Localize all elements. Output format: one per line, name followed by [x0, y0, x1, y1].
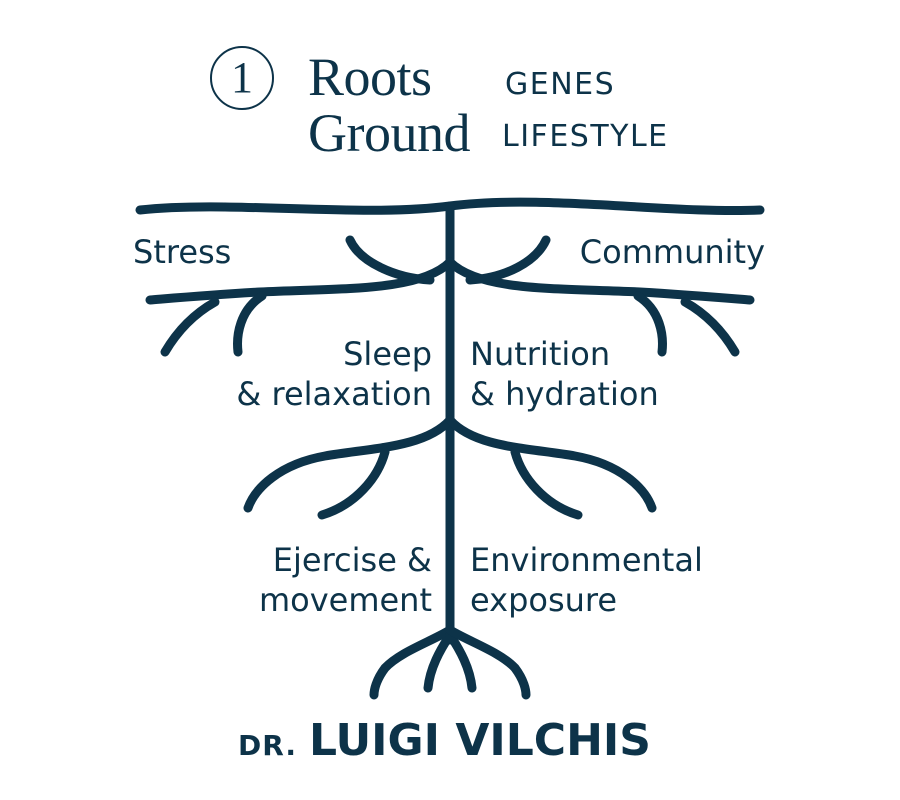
twig-middle-left: [317, 447, 390, 520]
subtitle-genes: GENES: [505, 67, 616, 102]
twig-right-outer: [680, 297, 740, 357]
label-sleep-line2: & relaxation: [236, 375, 432, 413]
twig-middle-right: [510, 447, 583, 520]
label-exercise-line2: movement: [258, 581, 432, 619]
label-exercise-movement: Ejercise & movement: [259, 540, 432, 620]
label-environmental-exposure: Environmental exposure: [470, 540, 703, 620]
branch-middle-right: [445, 415, 657, 513]
label-nutrition-line2: & hydration: [470, 375, 659, 413]
subtitle-lifestyle: LIFESTYLE: [502, 119, 669, 154]
label-nutrition-line1: Nutrition: [470, 335, 611, 373]
label-sleep-line1: Sleep: [343, 335, 432, 373]
twig-right-inner: [633, 291, 667, 357]
twig-left-outer: [160, 297, 220, 357]
brand-name: LUIGI VILCHIS: [308, 715, 651, 766]
label-environment-line1: Environmental: [470, 541, 703, 579]
branch-middle-left: [243, 415, 455, 513]
root-left: [369, 625, 455, 700]
title-ground: Ground: [308, 103, 470, 163]
label-sleep-relaxation: Sleep & relaxation: [236, 334, 432, 414]
twig-top-right: [465, 235, 551, 285]
step-number: 1: [231, 53, 253, 102]
brand-logo: DR. LUIGI VILCHIS: [238, 715, 651, 766]
root-inner-right: [445, 630, 477, 693]
label-environment-line2: exposure: [470, 581, 618, 619]
brand-prefix: DR.: [238, 729, 297, 762]
root-right: [445, 625, 531, 700]
label-stress: Stress: [133, 233, 232, 271]
twig-top-left: [345, 235, 435, 285]
title-roots: Roots: [308, 47, 432, 107]
label-community: Community: [579, 233, 765, 271]
label-exercise-line1: Ejercise &: [272, 541, 432, 579]
label-nutrition-hydration: Nutrition & hydration: [470, 334, 659, 414]
step-number-badge: 1: [210, 46, 274, 110]
twig-left-inner: [233, 291, 267, 357]
